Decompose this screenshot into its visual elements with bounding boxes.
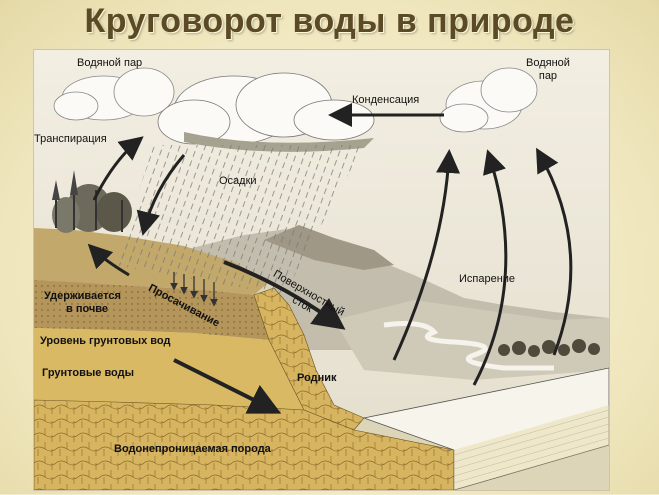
soil-moisture-layer	[34, 280, 269, 340]
cloud-right	[439, 67, 538, 133]
label-evaporation: Испарение	[459, 273, 516, 285]
label-impermeable-rock: Водонепроницаемая порода	[114, 443, 271, 455]
cloud-left	[53, 67, 175, 121]
precipitation-arrow	[136, 154, 186, 236]
label-retained-line1: Удерживается	[44, 290, 121, 302]
evaporation-arrow-3	[536, 147, 573, 356]
forest	[52, 170, 132, 233]
infiltration-arrows	[170, 272, 218, 307]
river-plain	[334, 300, 609, 380]
cloud-rain	[157, 72, 375, 145]
label-water-vapor-right-line2: пар	[538, 69, 558, 82]
label-water-table: Уровень грунтовых вод	[40, 335, 171, 347]
label-transpiration: Транспирация	[34, 133, 107, 145]
groundwater-flow-arrow	[173, 358, 282, 414]
label-spring: Родник	[297, 372, 337, 384]
label-water-vapor-right-line1: Водяной	[526, 57, 570, 69]
water-cycle-diagram: Водяной пар Водяной пар Конденсация Тран…	[33, 49, 610, 491]
label-water-vapor-right: Водяной пар	[526, 57, 570, 82]
surface-runoff-arrow	[223, 260, 346, 330]
retained-arrow	[87, 243, 130, 277]
evaporation-arrow-2	[472, 149, 508, 386]
rain	[114, 145, 364, 295]
label-precipitation: Осадки	[219, 175, 257, 187]
rock-cliff	[253, 287, 365, 431]
evaporation-arrow-1	[392, 149, 461, 361]
transpiration-arrow	[92, 136, 144, 201]
label-condensation: Конденсация	[352, 94, 420, 106]
river	[383, 321, 554, 371]
label-retained-in-soil: Удерживается в почве	[44, 290, 121, 315]
slide-title: Круговорот воды в природе	[84, 2, 575, 40]
tree-line-right	[498, 339, 600, 357]
label-groundwater: Грунтовые воды	[42, 367, 135, 379]
diagram-canvas	[33, 50, 610, 491]
lake-side	[454, 405, 609, 490]
label-retained-line2: в почве	[66, 302, 109, 315]
label-water-vapor-left: Водяной пар	[77, 57, 143, 69]
